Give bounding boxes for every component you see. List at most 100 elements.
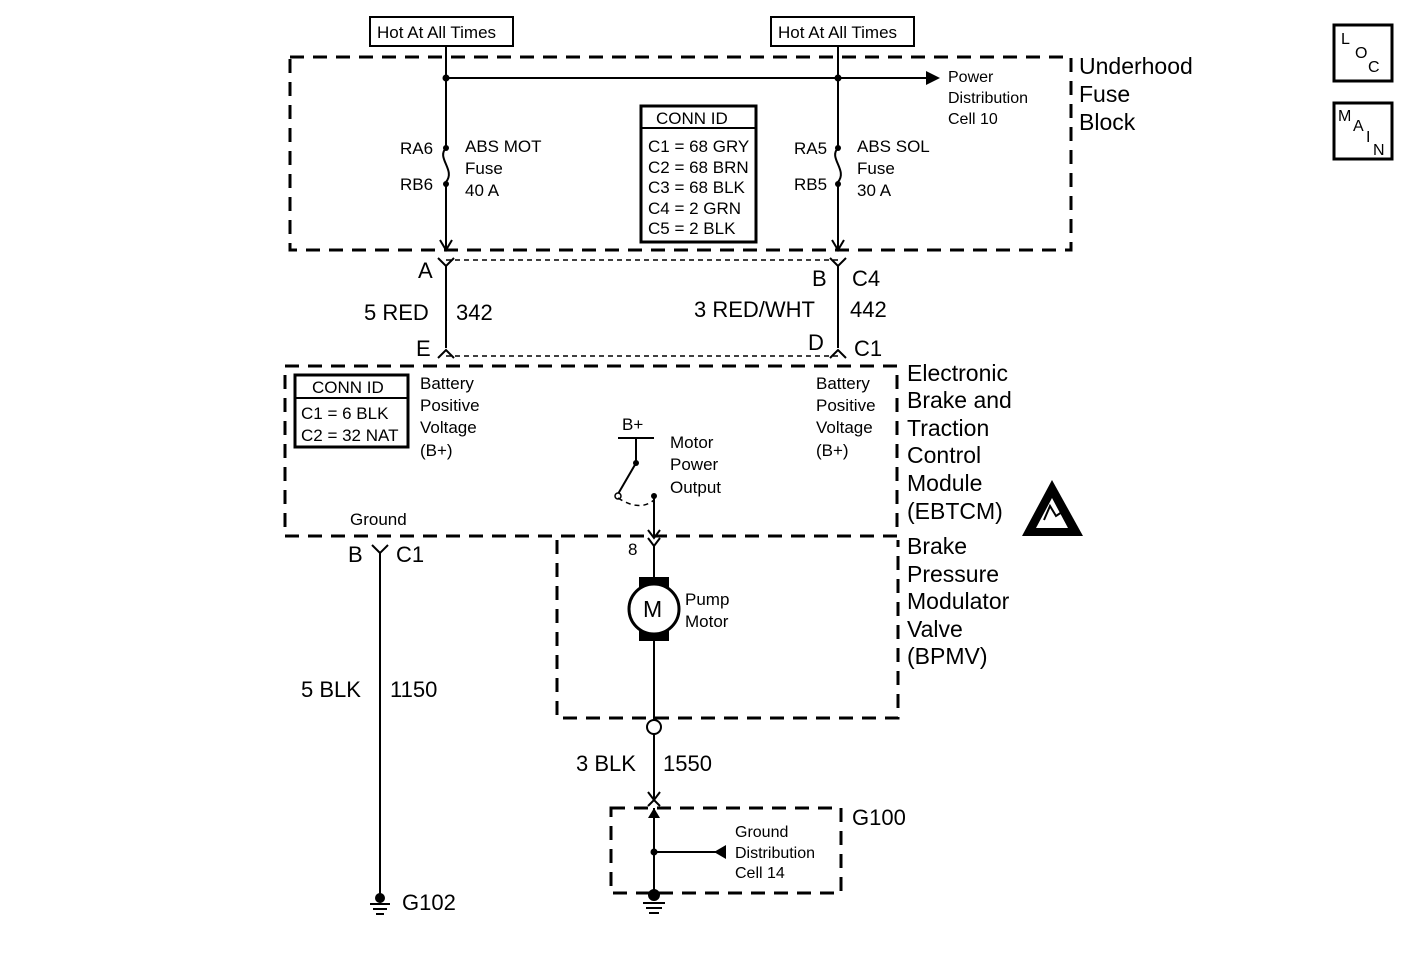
ground-wire-color: 5 BLK — [301, 677, 361, 702]
pin-a-label: A — [418, 258, 433, 283]
hot-at-all-times-right: Hot At All Times — [770, 16, 915, 47]
fuse-right-label-line1: ABS SOL — [857, 137, 930, 156]
conn-id-row: C1 = 68 GRY — [648, 137, 749, 156]
bpmv-outline — [555, 540, 900, 720]
battery-right-line3: Voltage — [816, 418, 873, 437]
module-conn-id-title: CONN ID — [312, 378, 384, 397]
hot-label-left: Hot At All Times — [377, 23, 496, 42]
wire-left-color: 5 RED — [364, 300, 429, 325]
power-distribution-line3: Cell 10 — [948, 111, 998, 128]
ground-label: Ground — [350, 510, 407, 529]
power-distribution-line1: Power — [948, 69, 994, 86]
fuse-icon — [442, 147, 450, 183]
module-label-line4: Control — [907, 442, 981, 468]
module-label-line3: Traction — [907, 415, 989, 441]
motor-power-line3: Output — [670, 478, 721, 497]
fuse-left-terminal-bottom-label: RB6 — [400, 175, 433, 194]
fuse-block-label-line3: Block — [1079, 109, 1136, 135]
hot-at-all-times-left: Hot At All Times — [369, 16, 514, 47]
pump-wire-circuit: 1550 — [663, 751, 712, 776]
module-conn-id-table: CONN ID C1 = 6 BLK C2 = 32 NAT — [293, 373, 410, 449]
arrow-right-icon — [926, 71, 940, 85]
connector-pin-d — [829, 348, 847, 359]
loc-letter-o: O — [1355, 45, 1367, 62]
esd-sensitive-icon — [1022, 480, 1083, 536]
underhood-fuse-block-outline — [288, 55, 1073, 252]
fuse-left-terminal-top-label: RA6 — [400, 139, 433, 158]
arrow-down-icon — [439, 239, 453, 252]
main-letter-a: A — [1353, 118, 1364, 135]
main-letter-i: I — [1366, 129, 1370, 146]
ebtcm-outline — [283, 364, 899, 538]
connector-pin-b — [829, 257, 847, 268]
b-plus-label: B+ — [622, 415, 643, 434]
ground-symbol-icon — [370, 893, 390, 915]
fuse-right-terminal-bottom-label: RB5 — [794, 175, 827, 194]
c1-top-label: C1 — [854, 336, 882, 361]
connector-pin-ground — [371, 544, 389, 555]
pump-motor-line1: Pump — [685, 590, 729, 609]
module-label-line5: Module — [907, 470, 982, 496]
bpmv-label-line4: Valve — [907, 616, 963, 642]
wire-right-circuit: 442 — [850, 297, 887, 322]
g100-label: G100 — [852, 805, 906, 830]
arrow-down-icon — [647, 529, 661, 540]
ground-pin-label: B — [348, 542, 363, 567]
battery-left-line1: Battery — [420, 374, 474, 393]
motor-power-line2: Power — [670, 455, 719, 474]
arrow-left-icon — [714, 845, 726, 859]
ground-distribution-line3: Cell 14 — [735, 865, 785, 882]
conn-id-row: C5 = 2 BLK — [648, 219, 736, 238]
fuse-block-conn-id-table: CONN ID C1 = 68 GRY C2 = 68 BRN C3 = 68 … — [639, 104, 758, 244]
conn-id-row: C3 = 68 BLK — [648, 178, 746, 197]
pin-d-label: D — [808, 330, 824, 355]
hot-label-right: Hot At All Times — [778, 23, 897, 42]
main-letter-m: M — [1338, 108, 1351, 125]
c4-label: C4 — [852, 266, 880, 291]
fuse-block-label-line2: Fuse — [1079, 81, 1130, 107]
module-conn-id-row: C1 = 6 BLK — [301, 404, 389, 423]
module-label-line2: Brake and — [907, 387, 1012, 413]
fuse-left-label-line1: ABS MOT — [465, 137, 542, 156]
fuse-right-label-line3: 30 A — [857, 181, 892, 200]
fuse-left-label-line2: Fuse — [465, 159, 503, 178]
pin-e-label: E — [416, 336, 431, 361]
conn-id-row: C2 = 68 BRN — [648, 158, 749, 177]
battery-left-line2: Positive — [420, 396, 480, 415]
arrow-up-icon — [647, 798, 661, 807]
motor-icon — [627, 577, 681, 641]
conn-id-row: C4 = 2 GRN — [648, 199, 741, 218]
fuse-right-label-line2: Fuse — [857, 159, 895, 178]
pump-pin-label: 8 — [628, 540, 637, 559]
pump-motor-line2: Motor — [685, 612, 729, 631]
wire-right-color: 3 RED/WHT — [694, 297, 815, 322]
wire-left-circuit: 342 — [456, 300, 493, 325]
fuse-icon — [834, 147, 842, 183]
ground-distribution-line2: Distribution — [735, 845, 815, 862]
bpmv-label-line3: Modulator — [907, 588, 1010, 614]
main-letter-n: N — [1373, 142, 1385, 159]
loc-button[interactable]: L O C — [1332, 23, 1394, 83]
module-conn-id-row: C2 = 32 NAT — [301, 426, 398, 445]
motor-power-line1: Motor — [670, 433, 714, 452]
power-distribution-line2: Distribution — [948, 90, 1028, 107]
connector-pin-a — [437, 257, 455, 268]
battery-right-line2: Positive — [816, 396, 876, 415]
loc-letter-l: L — [1341, 31, 1350, 48]
bpmv-label-line2: Pressure — [907, 561, 999, 587]
bpmv-label-line5: (BPMV) — [907, 643, 988, 669]
switch-icon — [614, 460, 657, 507]
g100-outline — [609, 806, 843, 895]
connector-pin-e — [437, 348, 455, 359]
ground-distribution-line1: Ground — [735, 824, 788, 841]
pin-b-label: B — [812, 266, 827, 291]
conn-id-title: CONN ID — [656, 109, 728, 128]
ground-symbol-icon — [643, 889, 665, 914]
fuse-block-label-line1: Underhood — [1079, 53, 1193, 79]
splice-open-icon — [646, 719, 662, 735]
loc-letter-c: C — [1368, 59, 1380, 76]
pump-wire-color: 3 BLK — [576, 751, 636, 776]
ground-wire-circuit: 1150 — [390, 677, 437, 702]
main-button[interactable]: M A I N — [1332, 101, 1394, 161]
